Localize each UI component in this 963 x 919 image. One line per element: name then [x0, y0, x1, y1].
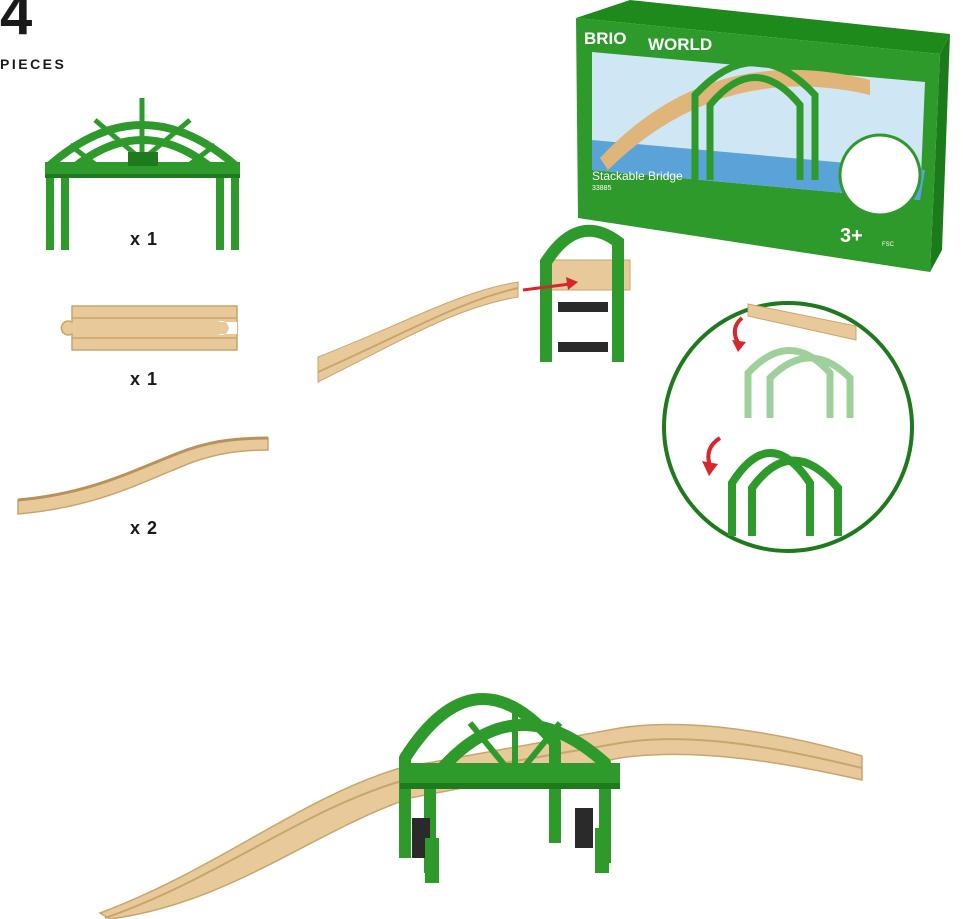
ramp-track-part — [17, 436, 269, 515]
box-product-code: 33885 — [592, 185, 612, 192]
straight-track-part — [60, 305, 238, 351]
arch-bridge-part — [45, 98, 240, 250]
connection-detail — [317, 224, 631, 383]
pieces-label: PIECES — [0, 56, 67, 72]
box-fsc: FSC — [882, 242, 895, 248]
box-age: 3+ — [840, 225, 863, 247]
ramp-track-qty: x 2 — [130, 518, 159, 538]
product-box: BRIO WORLD Stackable Bridge 33885 3+ FSC — [576, 0, 950, 272]
box-brand: BRIO — [584, 29, 627, 48]
arch-bridge-qty: x 1 — [130, 229, 159, 249]
box-world: WORLD — [648, 35, 712, 54]
straight-track-qty: x 1 — [130, 369, 159, 389]
stacking-diagram — [662, 301, 914, 553]
piece-count: 4 — [0, 0, 33, 47]
box-product-name: Stackable Bridge — [592, 169, 683, 183]
assembled-bridge — [98, 692, 863, 919]
